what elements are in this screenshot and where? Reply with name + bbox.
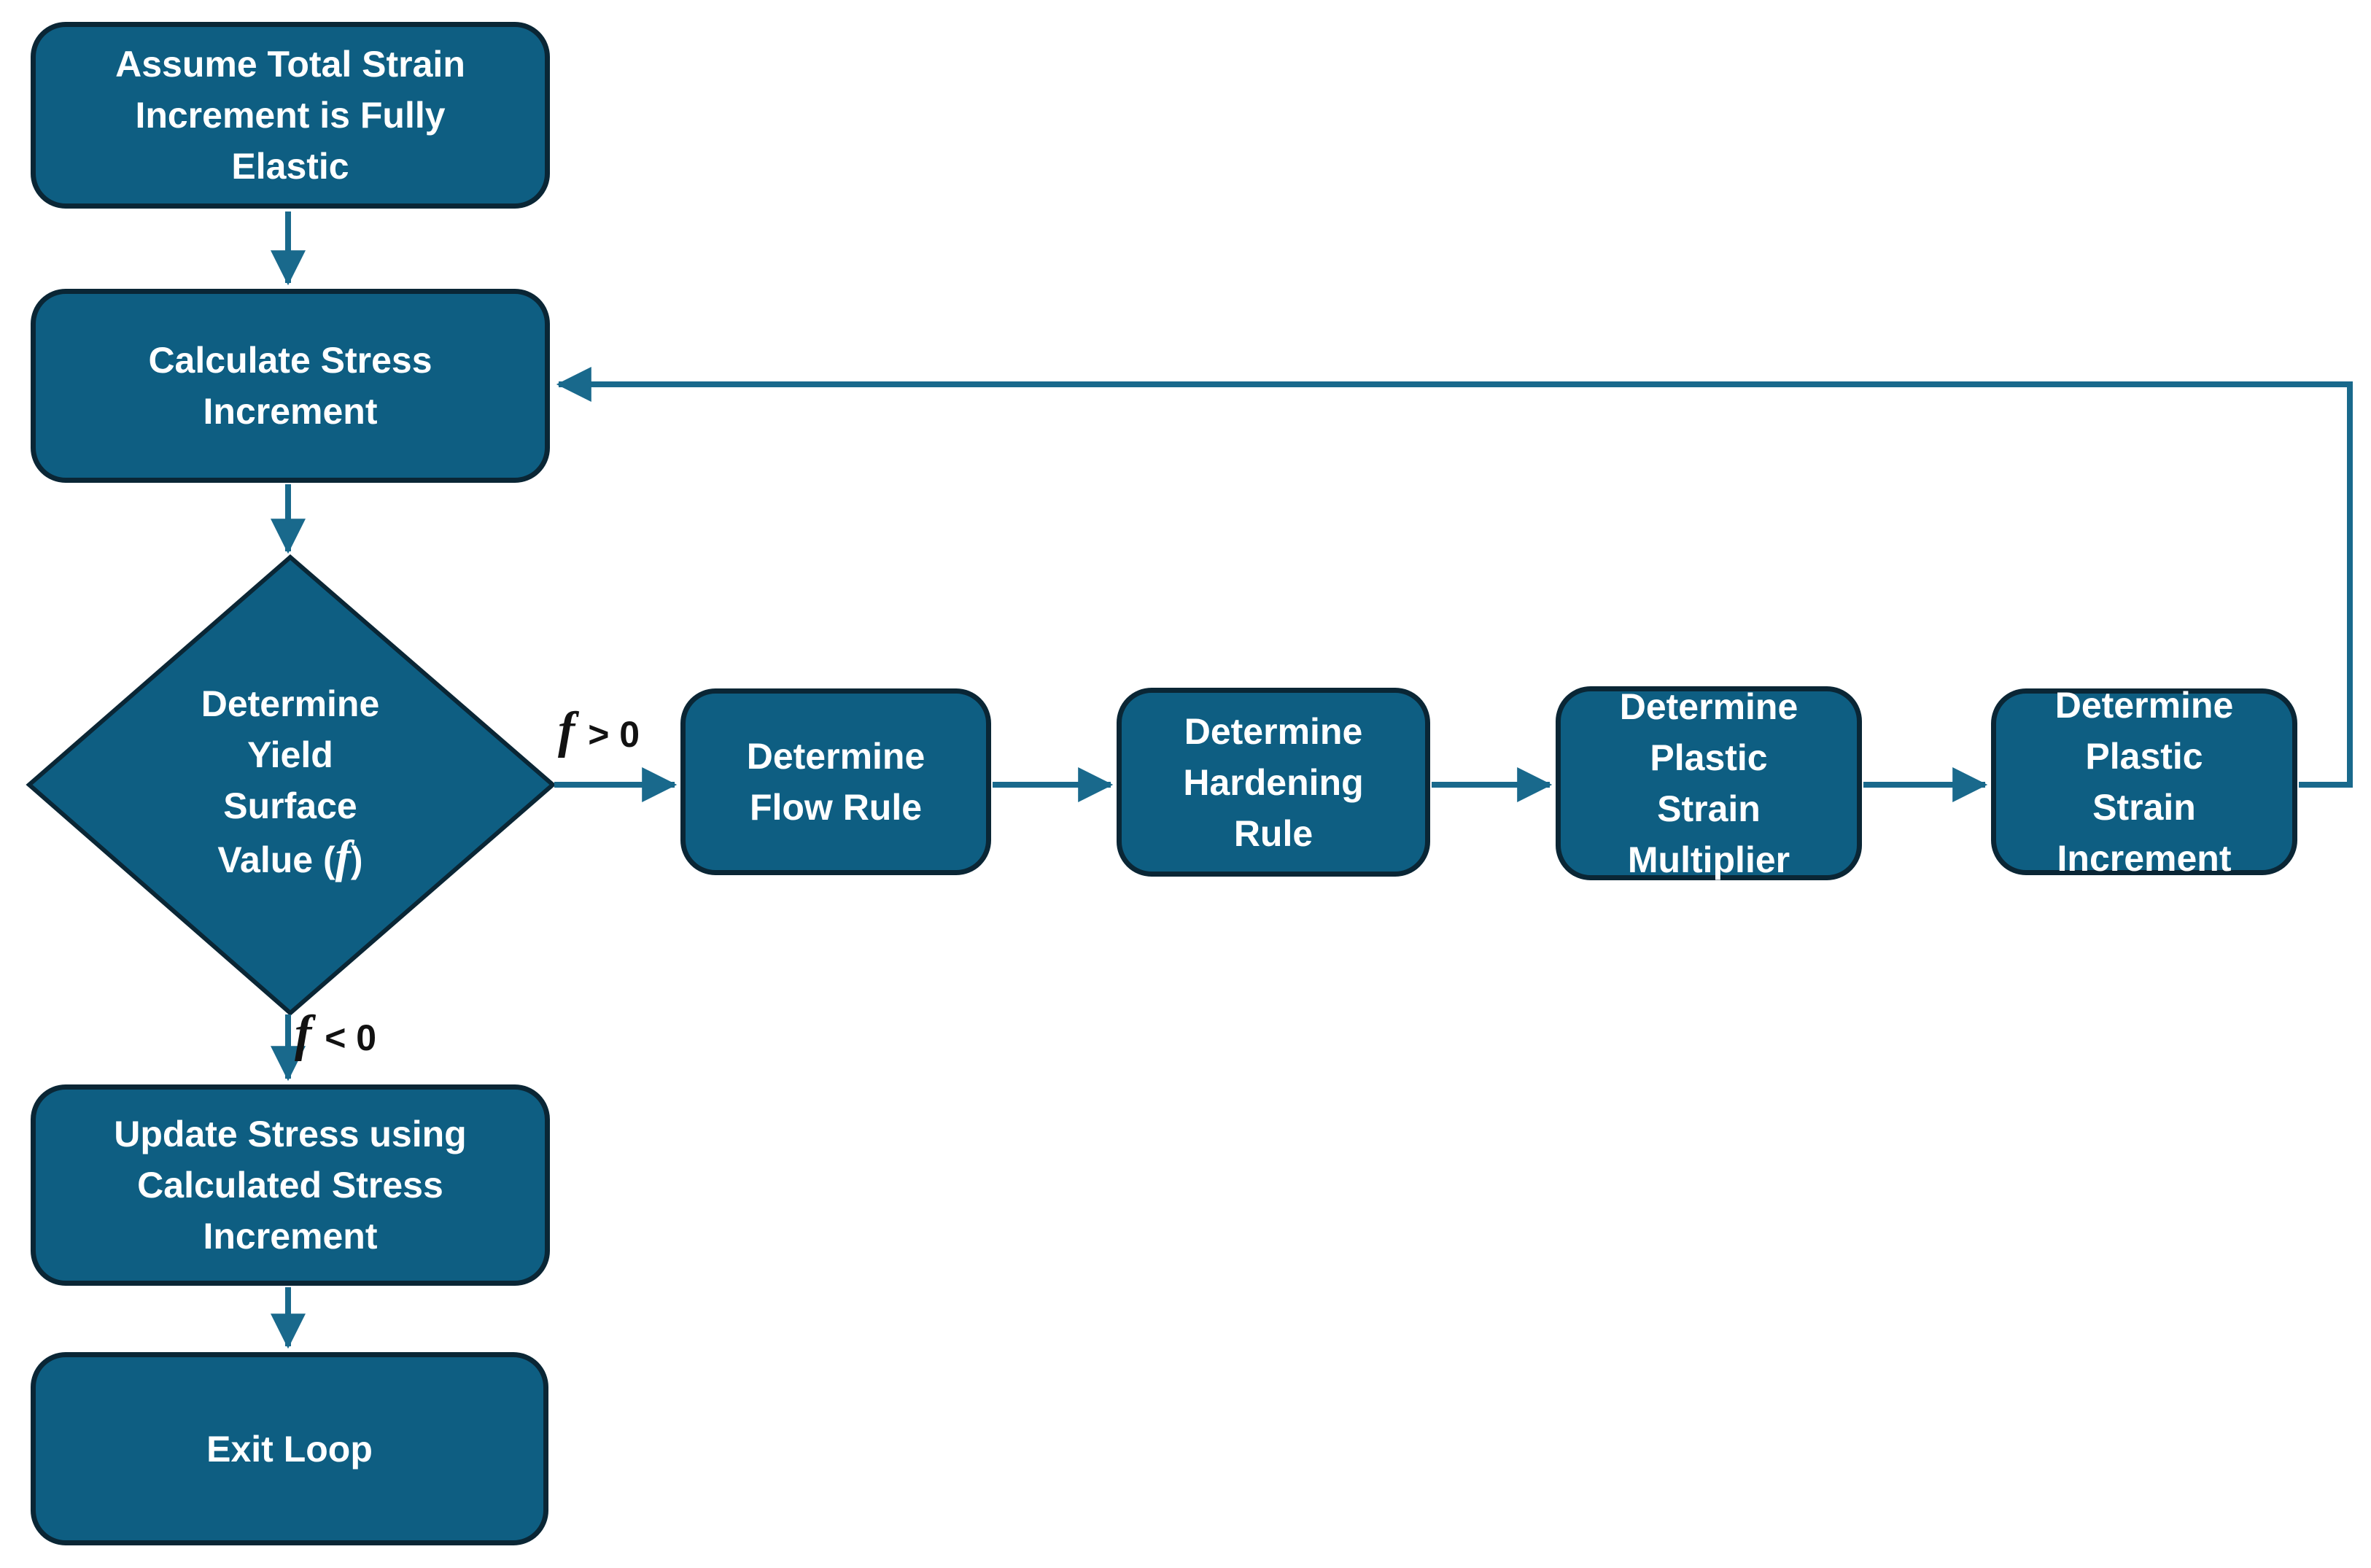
node-determine-plastic-strain-multiplier: Determine Plastic Strain Multiplier: [1556, 686, 1862, 880]
f-symbol: f: [335, 831, 351, 882]
edge-label-f-greater-than-zero: f > 0: [558, 702, 640, 764]
node-determine-flow-rule: Determine Flow Rule: [680, 688, 991, 875]
node-determine-hardening-rule: Determine Hardening Rule: [1117, 688, 1430, 877]
node-label: Determine Plastic Strain Multiplier: [1619, 686, 1798, 880]
arrow-feedback-increment-to-calculate: [556, 367, 2353, 788]
node-label: Assume Total Strain Increment is Fully E…: [115, 44, 465, 187]
node-label: Determine Plastic Strain Increment: [2054, 685, 2234, 879]
node-label-suffix: ): [350, 839, 363, 880]
f-symbol: f: [295, 1006, 312, 1062]
condition-text: > 0: [578, 714, 640, 755]
node-label: Determine Flow Rule: [746, 736, 925, 828]
node-determine-yield-surface-value: Determine Yield Surface Value (f): [137, 678, 443, 891]
yield-decision-diamond: [26, 554, 556, 1016]
node-exit-loop: Exit Loop: [31, 1352, 548, 1545]
node-assume-total-strain: Assume Total Strain Increment is Fully E…: [31, 22, 550, 209]
condition-text: < 0: [314, 1017, 377, 1058]
node-update-stress: Update Stress using Calculated Stress In…: [31, 1084, 550, 1286]
node-determine-plastic-strain-increment: Determine Plastic Strain Increment: [1991, 685, 2297, 879]
node-calculate-stress-increment: Calculate Stress Increment: [31, 289, 550, 483]
node-label: Exit Loop: [206, 1428, 373, 1470]
node-label: Update Stress using Calculated Stress In…: [114, 1114, 467, 1257]
f-symbol: f: [558, 702, 575, 758]
node-label: Determine Yield Surface Value (: [201, 683, 380, 880]
node-label: Calculate Stress Increment: [148, 340, 432, 432]
edge-label-f-less-than-zero: f < 0: [295, 1005, 376, 1067]
node-label: Determine Hardening Rule: [1183, 710, 1364, 854]
